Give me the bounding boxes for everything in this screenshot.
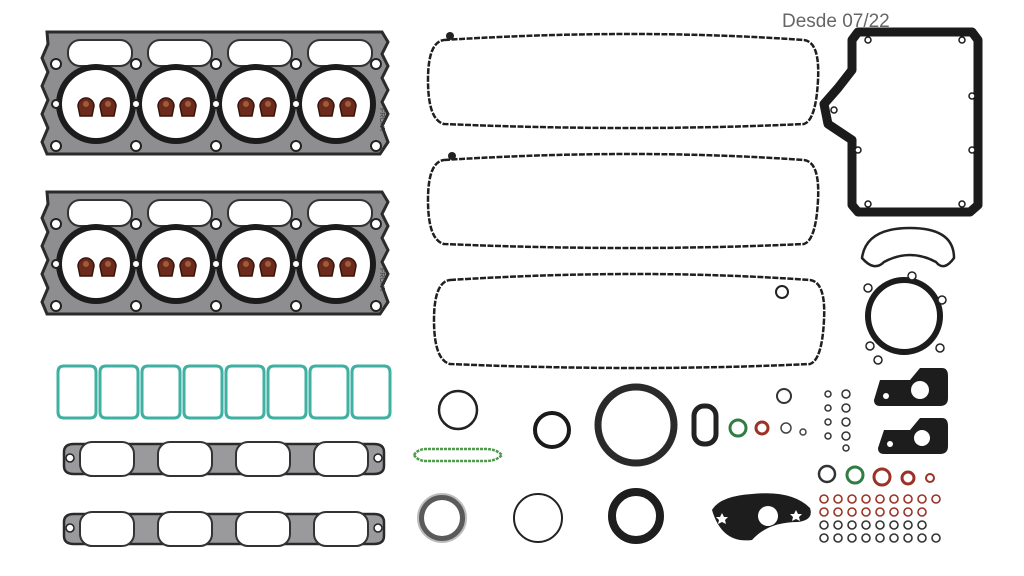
front-marking-bottom: FRONT xyxy=(378,268,385,293)
front-crank-seal xyxy=(417,493,467,543)
water-pump-gasket xyxy=(863,271,947,365)
head-gasket-bottom xyxy=(40,190,390,316)
outlet-gasket-2 xyxy=(878,418,948,454)
small-orings-grid xyxy=(819,494,941,543)
oring-red-a xyxy=(754,420,770,436)
vc-tab-3 xyxy=(775,285,789,299)
oring-red-2 xyxy=(900,470,916,486)
oring-gray-a xyxy=(776,388,792,404)
oval-seal xyxy=(691,403,719,447)
front-cover-seal xyxy=(860,226,956,268)
oring-gray-b xyxy=(780,422,792,434)
rear-main-seal xyxy=(594,383,678,467)
oring-red-3 xyxy=(925,473,935,483)
seal-ring-medium xyxy=(533,411,571,449)
oil-cooler-plate xyxy=(712,493,811,541)
front-marking-top: FRONT xyxy=(378,108,385,133)
oring-red-1 xyxy=(872,467,892,487)
oring-black-1 xyxy=(817,464,837,484)
exhaust-gasket-bottom xyxy=(62,510,386,548)
exhaust-gasket-top xyxy=(62,440,386,478)
vc-tab-1 xyxy=(446,32,454,40)
valve-cover-gasket-1 xyxy=(426,32,820,130)
vc-tab-2 xyxy=(448,152,456,160)
intake-port-gaskets xyxy=(56,364,392,420)
oring-large-thin xyxy=(437,389,479,431)
oring-gray-c xyxy=(799,428,807,436)
thick-seal-ring xyxy=(608,488,664,544)
oring-green-a xyxy=(728,418,748,438)
oring-green-1 xyxy=(845,465,865,485)
thin-oring-large xyxy=(513,493,563,543)
valve-cover-gasket-2 xyxy=(426,152,820,250)
valve-cover-gasket-3 xyxy=(432,272,826,370)
outlet-gasket-1 xyxy=(874,368,948,406)
head-gasket-top xyxy=(40,30,390,156)
green-bead-gasket xyxy=(412,447,504,463)
oil-pan-gasket xyxy=(819,27,983,217)
small-orings-column xyxy=(824,389,851,452)
date-caption: Desde 07/22 xyxy=(782,11,890,32)
